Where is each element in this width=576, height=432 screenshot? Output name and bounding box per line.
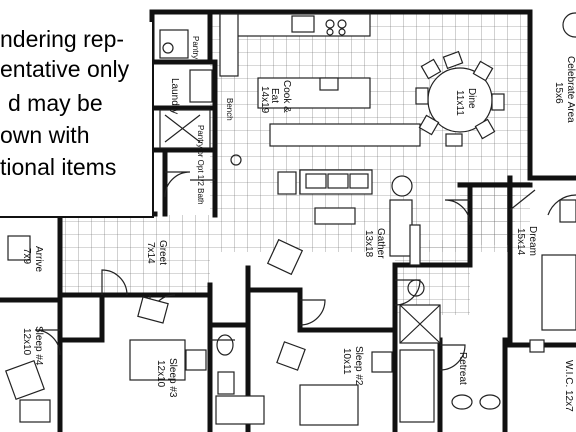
disclaimer-box: ndering rep- entative only d may be own … xyxy=(0,22,154,218)
disclaimer-line-1: ndering rep- xyxy=(0,26,125,52)
label-gather-size: 13x18 xyxy=(363,230,374,258)
label-cook-eat: Cook & xyxy=(281,80,292,113)
label-sleep3: Sleep #3 xyxy=(167,358,178,398)
label-sleep3-size: 12x10 xyxy=(155,360,166,388)
disclaimer-line-4: own with xyxy=(0,122,90,148)
label-dine-size: 11x11 xyxy=(454,90,465,116)
label-dream: Dream xyxy=(527,226,538,256)
label-bench: Bench xyxy=(225,98,234,121)
label-sleep4: Sleep #4 xyxy=(33,326,44,366)
gather-furniture xyxy=(266,169,421,276)
label-sleep2: Sleep #2 xyxy=(353,346,364,386)
tiled-floor xyxy=(60,12,530,315)
label-celebrate: Celebrate Area xyxy=(565,56,576,123)
disclaimer-line-3: d may be xyxy=(8,90,103,116)
label-laundry: Laundry xyxy=(169,78,180,114)
label-sleep2-size: 10x11 xyxy=(341,348,352,375)
disclaimer-line-2: entative only xyxy=(0,56,130,82)
label-cook-eat-size: 14x19 xyxy=(259,86,270,114)
bedroom-fixtures xyxy=(5,12,576,426)
label-dream-size: 15x14 xyxy=(515,228,526,256)
label-wic: W.I.C. 12x7 xyxy=(563,360,574,412)
label-arrive: Arrive xyxy=(33,246,44,273)
room-labels: Pantry Laundry Bench Pantry or Opt 1/2 B… xyxy=(21,36,576,412)
label-bath-pantry: Pantry or Opt 1/2 Bath xyxy=(196,125,205,205)
disclaimer-line-5: tional items xyxy=(0,154,117,180)
label-celebrate-size: 15x6 xyxy=(553,82,564,104)
label-dine: Dine xyxy=(466,88,477,109)
label-pantry: Pantry xyxy=(191,36,200,59)
dining-table xyxy=(415,50,505,147)
label-cook-eat-2: Eat xyxy=(269,88,280,103)
label-greet: Greet xyxy=(157,240,168,265)
kitchen-fixtures xyxy=(159,13,421,166)
label-gather: Gather xyxy=(375,228,386,259)
label-greet-size: 7x14 xyxy=(145,242,156,264)
label-arrive-size: 7x9 xyxy=(21,248,32,265)
label-sleep4-size: 12x10 xyxy=(21,328,32,356)
label-retreat: Retreat xyxy=(457,352,468,385)
